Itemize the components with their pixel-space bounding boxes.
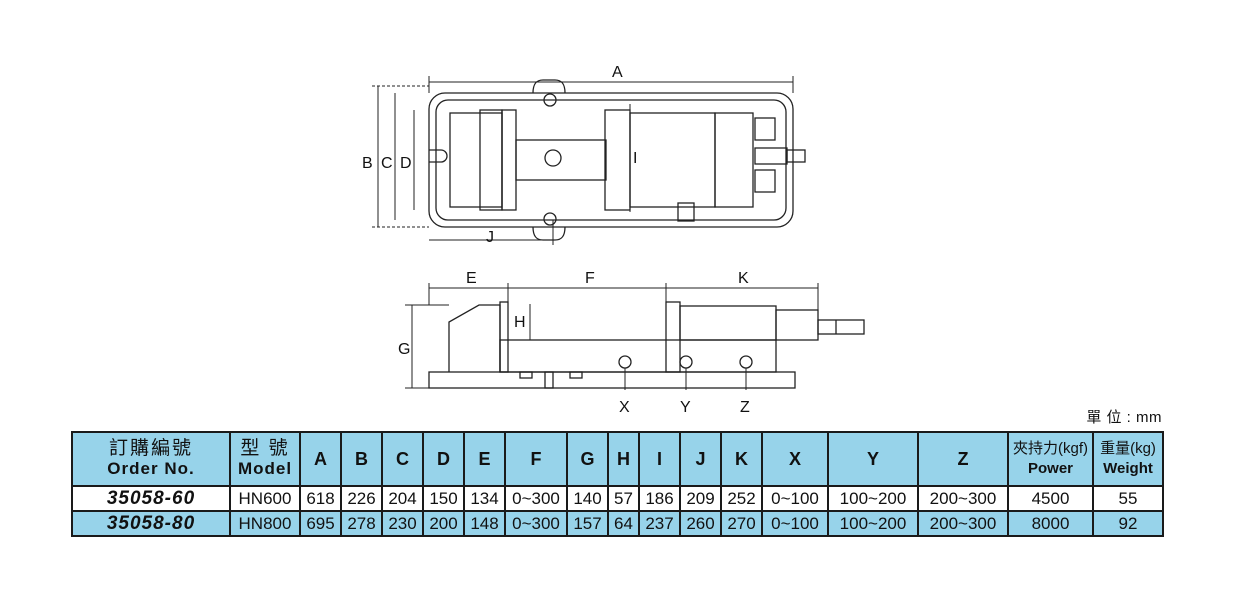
dim-label-e: E [466,270,477,287]
dim-label-k: K [738,270,749,287]
table-row: 35058-80 HN800 695 278 230 200 148 0~300… [71,510,1164,537]
dim-label-c: C [381,155,393,172]
header-dim-f: F [504,431,568,487]
dim-label-z: Z [740,399,750,416]
dim-label-j: J [486,229,494,246]
header-dim-x: X [761,431,829,487]
cell-a: 618 [299,485,342,512]
cell-c: 204 [381,485,424,512]
table-row: 35058-60 HN600 618 226 204 150 134 0~300… [71,485,1164,512]
cell-j: 209 [679,485,722,512]
dim-label-y: Y [680,399,691,416]
cell-y: 100~200 [827,510,919,537]
cell-model: HN600 [229,485,301,512]
dim-label-d: D [400,155,412,172]
header-dim-b: B [340,431,383,487]
spec-table: 訂購編號 Order No. 型 號 Model A B C D E F G H… [71,431,1164,537]
cell-k: 270 [720,510,763,537]
dim-label-x: X [619,399,630,416]
cell-c: 230 [381,510,424,537]
dim-label-b: B [362,155,373,172]
cell-order-no: 35058-80 [71,510,231,537]
header-dim-y: Y [827,431,919,487]
dim-label-i: I [633,150,637,167]
cell-b: 278 [340,510,383,537]
cell-x: 0~100 [761,485,829,512]
cell-y: 100~200 [827,485,919,512]
header-dim-g: G [566,431,609,487]
cell-d: 150 [422,485,465,512]
header-dim-c: C [381,431,424,487]
header-dim-d: D [422,431,465,487]
cell-i: 186 [638,485,681,512]
header-dim-a: A [299,431,342,487]
header-dim-j: J [679,431,722,487]
cell-e: 134 [463,485,506,512]
cell-x: 0~100 [761,510,829,537]
header-dim-h: H [607,431,640,487]
cell-d: 200 [422,510,465,537]
cell-i: 237 [638,510,681,537]
dim-label-a: A [612,64,623,81]
header-weight: 重量(kg) Weight [1092,431,1164,487]
cell-k: 252 [720,485,763,512]
header-dim-e: E [463,431,506,487]
table-header-row: 訂購編號 Order No. 型 號 Model A B C D E F G H… [71,431,1164,487]
cell-z: 200~300 [917,485,1009,512]
header-dim-k: K [720,431,763,487]
cell-e: 148 [463,510,506,537]
cell-f: 0~300 [504,510,568,537]
header-dim-i: I [638,431,681,487]
cell-f: 0~300 [504,485,568,512]
cell-h: 57 [607,485,640,512]
cell-order-no: 35058-60 [71,485,231,512]
cell-g: 157 [566,510,609,537]
cell-power: 4500 [1007,485,1094,512]
header-power: 夾持力(kgf) Power [1007,431,1094,487]
cell-weight: 92 [1092,510,1164,537]
header-dim-z: Z [917,431,1009,487]
cell-a: 695 [299,510,342,537]
cell-b: 226 [340,485,383,512]
cell-h: 64 [607,510,640,537]
dim-label-f: F [585,270,595,287]
cell-power: 8000 [1007,510,1094,537]
dim-label-g: G [398,341,410,358]
header-model: 型 號 Model [229,431,301,487]
header-order-no: 訂購編號 Order No. [71,431,231,487]
cell-model: HN800 [229,510,301,537]
vise-technical-drawing: A B C D I J E F K H G X Y Z [362,64,865,416]
dim-label-h: H [514,314,526,331]
unit-label: 單 位 : mm [1086,409,1162,426]
cell-z: 200~300 [917,510,1009,537]
cell-g: 140 [566,485,609,512]
cell-j: 260 [679,510,722,537]
cell-weight: 55 [1092,485,1164,512]
